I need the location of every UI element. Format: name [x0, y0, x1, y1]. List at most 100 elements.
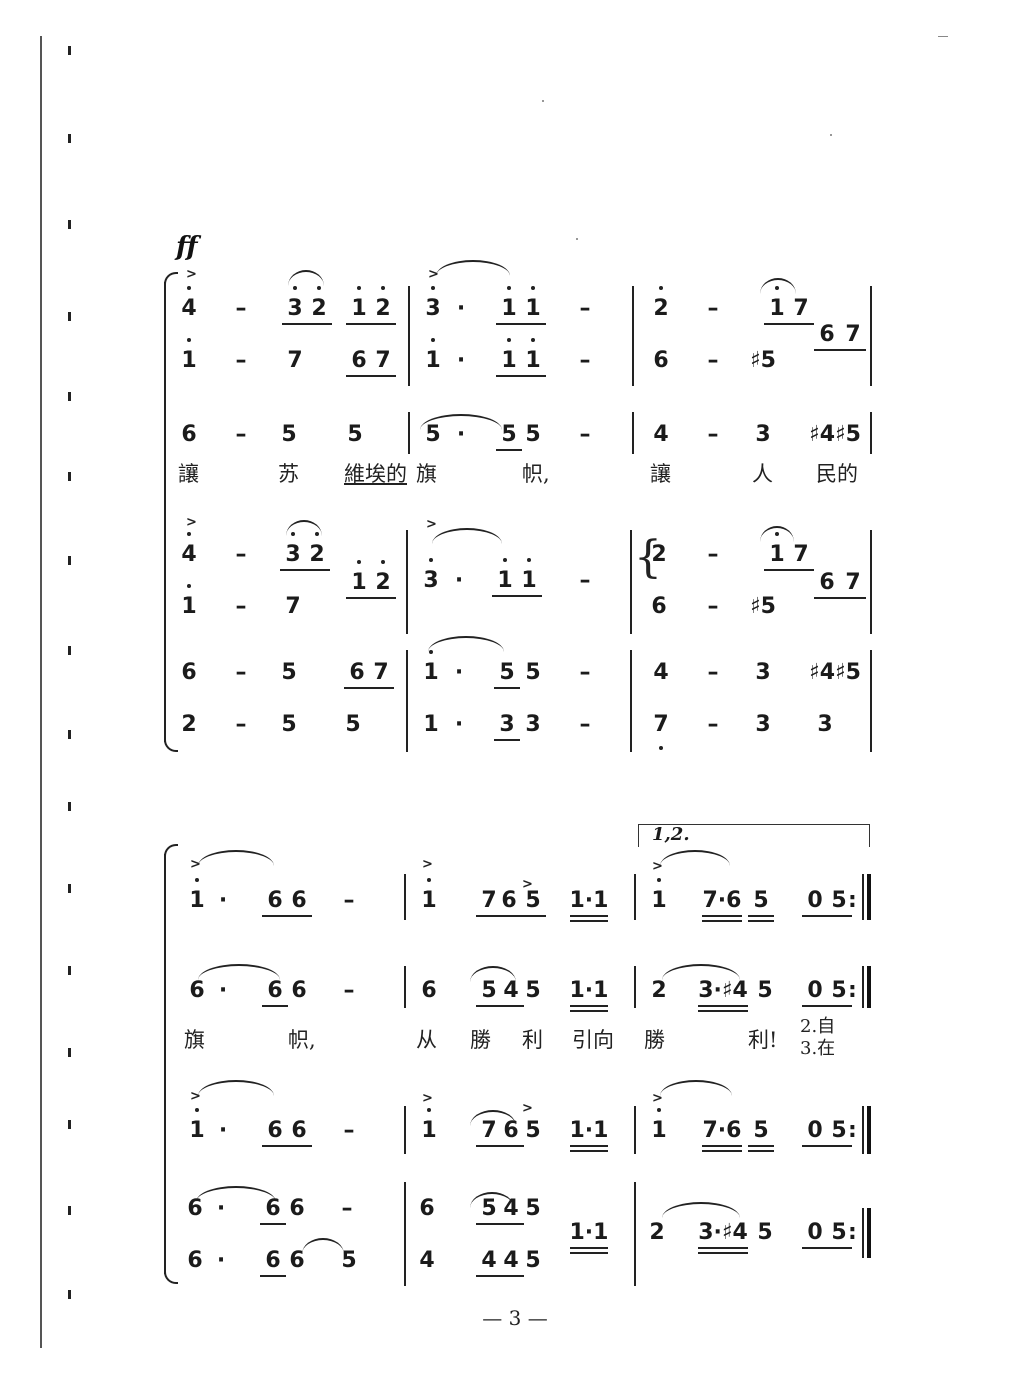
- paper-speck: [576, 238, 578, 240]
- barline: [408, 286, 410, 386]
- note: 5: [514, 886, 552, 917]
- note: 2: [364, 286, 402, 325]
- barline: [632, 286, 634, 386]
- note: 5: [757, 1220, 773, 1245]
- note: 5: [281, 660, 297, 685]
- note: 6: [490, 886, 528, 917]
- dash: –: [341, 1196, 353, 1221]
- note: 1: [514, 286, 552, 325]
- note: 5: [488, 658, 526, 689]
- slur: [660, 850, 730, 866]
- note: 6: [256, 976, 294, 1007]
- lyric-row: 旗 帜, 从 勝 利 引向 勝 利!: [160, 1026, 880, 1056]
- note: 7·6: [696, 886, 748, 917]
- dot: ·: [456, 296, 466, 321]
- note: 5: [341, 1248, 357, 1273]
- note: 1: [640, 878, 678, 916]
- note: 7: [287, 348, 303, 373]
- note: 6: [189, 978, 205, 1003]
- note: 6: [187, 1196, 203, 1221]
- note: 6: [808, 568, 846, 599]
- note: 5: [820, 1116, 858, 1147]
- barline: [870, 412, 872, 454]
- note: 6: [181, 660, 197, 685]
- note: 1: [170, 584, 208, 622]
- slur: [198, 964, 280, 980]
- dash: –: [235, 542, 247, 567]
- lyric: 勝: [470, 1028, 491, 1052]
- note: 1: [340, 286, 378, 325]
- barline: [406, 530, 408, 634]
- note: 1: [640, 1108, 678, 1146]
- slur: [660, 1080, 732, 1096]
- paper-speck: [830, 134, 832, 136]
- left-margin-line: [40, 36, 42, 1348]
- lyric: 帜,: [522, 462, 550, 486]
- dash: –: [707, 422, 719, 447]
- note: ♯5: [750, 594, 776, 619]
- note: 6: [289, 1248, 305, 1273]
- note: 5: [525, 422, 541, 447]
- note: 6: [492, 1116, 530, 1147]
- accent-mark: >: [186, 515, 197, 530]
- note: 5: [525, 1248, 541, 1273]
- note: 2: [651, 978, 667, 1003]
- slur: [470, 1192, 514, 1208]
- note: 4: [170, 286, 208, 324]
- system-brace: [164, 854, 166, 1274]
- barline: [634, 1182, 636, 1286]
- note: 5: [345, 712, 361, 737]
- slur: [470, 966, 516, 982]
- note: 6: [653, 348, 669, 373]
- dot: ·: [454, 712, 464, 737]
- note: ♯5: [750, 348, 776, 373]
- note: 4: [492, 976, 530, 1007]
- note: 1: [514, 338, 552, 377]
- slur: [198, 850, 274, 866]
- barline: [404, 874, 406, 920]
- note: 1: [486, 558, 524, 597]
- verse-label: 2.自: [800, 1016, 836, 1037]
- binding-tick: [68, 1206, 71, 1215]
- lyric: 民的: [816, 462, 858, 486]
- note: 1: [410, 1108, 448, 1146]
- binding-tick: [68, 134, 71, 143]
- repeat-dots: :: [848, 1118, 857, 1143]
- voice-row: 2 – 5 5 1 · 3 3 – 7 – 3 3: [160, 710, 880, 750]
- accent-mark: >: [422, 857, 433, 872]
- voice-row: 6 – 5 6 7 1 · 5 5 – 4 – 3 ♯4♯5: [160, 650, 880, 698]
- note: 2: [651, 542, 667, 567]
- note: 5: [425, 422, 441, 447]
- note: 5: [281, 422, 297, 447]
- note: 1: [170, 338, 208, 376]
- dash: –: [579, 348, 591, 373]
- note: 1·1: [564, 1218, 614, 1249]
- note: 3·♯4: [692, 976, 754, 1007]
- note: 6: [808, 320, 846, 351]
- barline: [634, 1106, 636, 1154]
- barline: [630, 530, 632, 634]
- note: 1: [423, 712, 439, 737]
- note: 4: [492, 1194, 530, 1225]
- dash: –: [235, 348, 247, 373]
- note: 5: [490, 420, 528, 451]
- lyric: 旗: [184, 1028, 205, 1052]
- note: 2: [300, 286, 338, 325]
- volta-bracket: [638, 824, 870, 847]
- lyric: 旗: [416, 462, 437, 486]
- repeat-end-barline: [862, 1208, 872, 1258]
- lyric: 人: [752, 462, 773, 486]
- voice-row: 4 – 3 2 1 2 3 · 1 1 – 2 – 1 7: [160, 286, 880, 334]
- voice-row: 6 – 5 5 5 · 5 5 – 4 – 3 ♯4♯5: [160, 420, 880, 460]
- lyric: 苏: [278, 462, 299, 486]
- voice-row: 6 · 6 6 – 6 5 4 5: [160, 1194, 880, 1234]
- dot: ·: [456, 422, 466, 447]
- note: 4: [653, 660, 669, 685]
- lyric: 利!: [748, 1028, 778, 1052]
- note: 6: [340, 346, 378, 377]
- dash: –: [235, 422, 247, 447]
- note: ♯4♯5: [809, 660, 861, 685]
- note: 6: [254, 1246, 292, 1277]
- note: 6: [254, 1194, 292, 1225]
- lyric-row: 讓 苏 維埃的 旗 帜, 讓 人 民的: [160, 460, 880, 490]
